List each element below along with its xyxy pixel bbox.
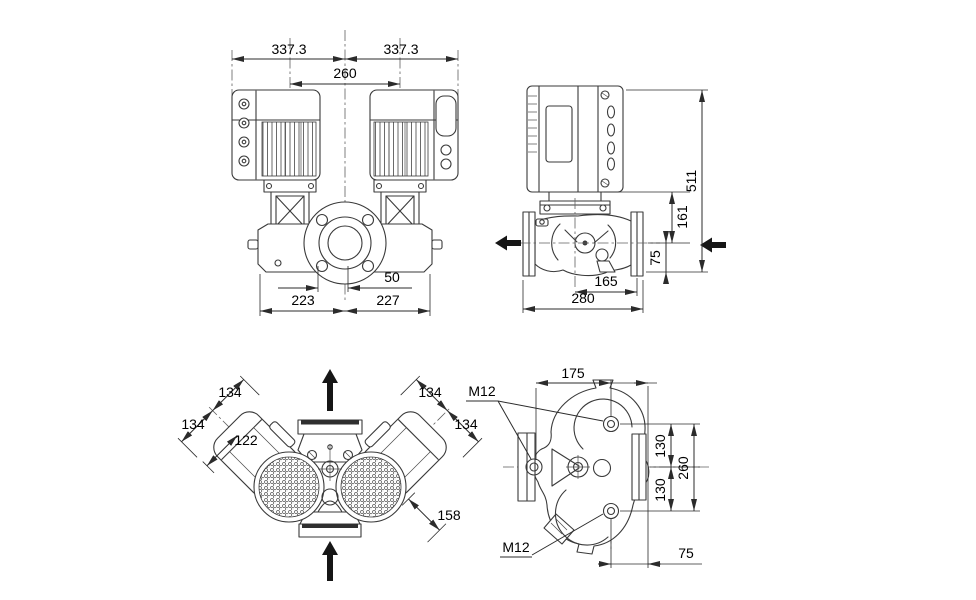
- left-motor-body: [231, 89, 321, 181]
- thread-callout: M12: [502, 539, 529, 555]
- pump-casing-side: [522, 211, 644, 277]
- dim-label: 337.3: [271, 41, 306, 57]
- front-view: 337.3 337.3 260 50 223 227: [231, 30, 459, 316]
- dim-label: 130: [652, 434, 668, 458]
- dim-label: 50: [384, 269, 400, 285]
- flow-arrow-right-icon: [700, 237, 726, 253]
- pump-casing-front: [247, 201, 443, 285]
- dim-label: 337.3: [383, 41, 418, 57]
- dim-label: 175: [561, 365, 585, 381]
- right-fan-cover: [335, 451, 407, 523]
- dim-label: 280: [571, 290, 595, 306]
- left-fan-cover: [253, 451, 325, 523]
- dim-label: 260: [675, 456, 691, 480]
- right-lantern: [373, 179, 427, 231]
- display-panel: [545, 105, 573, 163]
- thread-callout: M12: [468, 383, 495, 399]
- pump-foot: [596, 260, 616, 273]
- dim-label: 134: [181, 416, 205, 432]
- side-view: 511 161 75 165 280: [495, 85, 726, 313]
- dim-label: 260: [333, 65, 357, 81]
- side-dimensions: 511 161 75 165 280: [522, 89, 708, 313]
- dim-label: 130: [652, 478, 668, 502]
- dim-label: 227: [376, 292, 400, 308]
- bottom-bolt-hole: [602, 502, 620, 520]
- flow-arrow-top-icon: [322, 369, 338, 411]
- right-motor-body: [369, 89, 459, 181]
- volute-casing: [517, 379, 650, 555]
- dim-label: 134: [418, 384, 442, 400]
- control-box: [526, 85, 624, 193]
- dim-label: 158: [437, 507, 461, 523]
- flow-arrow-bottom-icon: [322, 541, 338, 581]
- dim-label: 134: [454, 416, 478, 432]
- plug-connector: [435, 95, 457, 137]
- front-dimensions: 337.3 337.3 260 50 223 227: [232, 41, 458, 316]
- dim-label: 122: [234, 432, 258, 448]
- end-dimensions: M12 M12 175 130 130 260: [466, 365, 702, 568]
- dim-label: 223: [291, 292, 315, 308]
- flow-arrow-left-icon: [495, 235, 521, 251]
- port-flange: [303, 201, 387, 285]
- left-lantern: [263, 179, 317, 231]
- dim-label: 161: [674, 205, 690, 229]
- end-view: M12 M12 175 130 130 260: [466, 365, 712, 568]
- dim-label: 511: [683, 170, 699, 193]
- dim-label: 75: [678, 545, 694, 561]
- dim-label: 75: [647, 250, 663, 266]
- top-view: 134 134 122 134 134 158: [177, 369, 483, 581]
- dim-label: 165: [594, 273, 618, 289]
- shaft-details: [306, 444, 354, 506]
- dim-label: 134: [218, 384, 242, 400]
